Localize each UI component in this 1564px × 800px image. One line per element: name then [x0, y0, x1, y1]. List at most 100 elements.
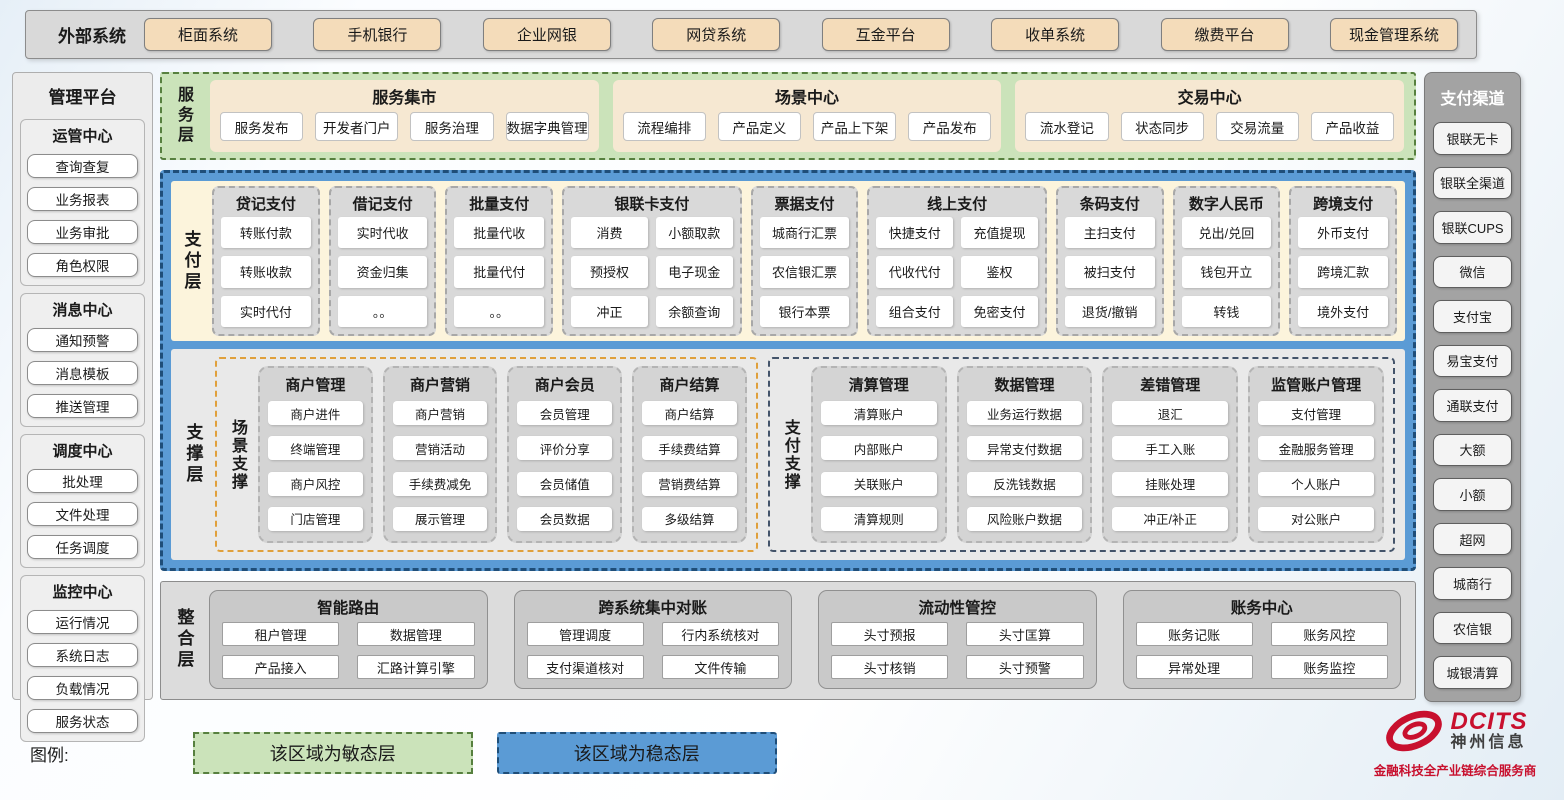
- support-module-button[interactable]: 风险账户数据: [966, 506, 1083, 531]
- support-module-button[interactable]: 会员数据: [517, 506, 613, 531]
- payment-module-button[interactable]: 批量代收: [454, 217, 545, 249]
- payment-module-button[interactable]: 实时代付: [221, 295, 311, 327]
- service-module-button[interactable]: 产品上下架: [813, 112, 897, 141]
- payment-module-button[interactable]: 消费: [571, 217, 648, 249]
- service-module-button[interactable]: 交易流量: [1215, 112, 1299, 141]
- payment-module-button[interactable]: 预授权: [571, 256, 648, 288]
- payment-module-button[interactable]: 主扫支付: [1064, 217, 1155, 249]
- integration-module-button[interactable]: 管理调度: [526, 622, 644, 646]
- management-button[interactable]: 文件处理: [27, 502, 138, 526]
- management-button[interactable]: 负载情况: [27, 676, 138, 700]
- payment-module-button[interactable]: 鉴权: [961, 256, 1038, 288]
- support-module-button[interactable]: 商户营销: [392, 401, 488, 426]
- support-module-button[interactable]: 会员管理: [517, 401, 613, 426]
- support-module-button[interactable]: 营销活动: [392, 436, 488, 461]
- integration-module-button[interactable]: 文件传输: [661, 655, 779, 679]
- support-module-button[interactable]: 会员储值: [517, 471, 613, 496]
- management-button[interactable]: 运行情况: [27, 610, 138, 634]
- payment-channel-button[interactable]: 银联全渠道: [1433, 166, 1512, 200]
- external-system-button[interactable]: 互金平台: [821, 18, 950, 51]
- payment-module-button[interactable]: 。。: [454, 295, 545, 327]
- payment-module-button[interactable]: 钱包开立: [1181, 256, 1272, 288]
- payment-channel-button[interactable]: 城银清算: [1433, 656, 1512, 689]
- payment-channel-button[interactable]: 易宝支付: [1433, 344, 1512, 378]
- external-system-button[interactable]: 手机银行: [313, 18, 442, 51]
- payment-module-button[interactable]: 退货/撤销: [1064, 295, 1155, 327]
- payment-module-button[interactable]: 批量代付: [454, 256, 545, 288]
- support-module-button[interactable]: 挂账处理: [1112, 471, 1229, 496]
- management-button[interactable]: 业务报表: [27, 187, 138, 211]
- integration-module-button[interactable]: 支付渠道核对: [526, 655, 644, 679]
- payment-module-button[interactable]: 快捷支付: [876, 217, 954, 249]
- payment-channel-button[interactable]: 银联无卡: [1433, 122, 1512, 155]
- support-module-button[interactable]: 异常支付数据: [966, 436, 1083, 461]
- support-module-button[interactable]: 对公账户: [1258, 506, 1374, 531]
- payment-module-button[interactable]: 组合支付: [876, 295, 954, 327]
- integration-module-button[interactable]: 头寸预报: [831, 622, 949, 646]
- support-module-button[interactable]: 终端管理: [268, 436, 363, 461]
- support-module-button[interactable]: 内部账户: [820, 436, 937, 461]
- external-system-button[interactable]: 收单系统: [991, 18, 1120, 51]
- integration-module-button[interactable]: 账务监控: [1270, 655, 1388, 679]
- payment-module-button[interactable]: 余额查询: [655, 295, 733, 327]
- payment-channel-button[interactable]: 大额: [1433, 433, 1512, 467]
- support-module-button[interactable]: 手工入账: [1112, 436, 1229, 461]
- payment-module-button[interactable]: 代收代付: [876, 256, 954, 288]
- payment-channel-button[interactable]: 小额: [1433, 478, 1512, 511]
- service-module-button[interactable]: 服务治理: [410, 112, 494, 141]
- support-module-button[interactable]: 商户进件: [268, 401, 363, 426]
- support-module-button[interactable]: 个人账户: [1258, 471, 1374, 496]
- service-module-button[interactable]: 产品发布: [908, 112, 992, 141]
- support-module-button[interactable]: 清算账户: [820, 401, 937, 426]
- management-button[interactable]: 角色权限: [27, 253, 138, 277]
- management-button[interactable]: 推送管理: [27, 394, 138, 418]
- integration-module-button[interactable]: 异常处理: [1135, 655, 1253, 679]
- payment-module-button[interactable]: 资金归集: [337, 256, 428, 288]
- payment-channel-button[interactable]: 城商行: [1433, 567, 1512, 600]
- payment-module-button[interactable]: 转钱: [1181, 295, 1272, 327]
- payment-module-button[interactable]: 转账付款: [221, 217, 311, 249]
- support-module-button[interactable]: 门店管理: [268, 506, 363, 531]
- external-system-button[interactable]: 缴费平台: [1160, 18, 1289, 51]
- payment-channel-button[interactable]: 通联支付: [1433, 389, 1512, 422]
- service-module-button[interactable]: 产品定义: [717, 112, 802, 141]
- payment-channel-button[interactable]: 农信银: [1433, 611, 1512, 645]
- payment-module-button[interactable]: 充值提现: [961, 217, 1038, 249]
- external-system-button[interactable]: 现金管理系统: [1329, 18, 1458, 51]
- support-module-button[interactable]: 手续费结算: [642, 436, 737, 461]
- support-module-button[interactable]: 清算规则: [820, 506, 937, 531]
- service-module-button[interactable]: 流程编排: [622, 112, 706, 141]
- service-module-button[interactable]: 服务发布: [220, 112, 304, 141]
- management-button[interactable]: 任务调度: [27, 535, 138, 559]
- payment-channel-button[interactable]: 超网: [1433, 522, 1512, 556]
- external-system-button[interactable]: 柜面系统: [144, 18, 272, 51]
- integration-module-button[interactable]: 头寸预警: [966, 655, 1084, 679]
- support-module-button[interactable]: 关联账户: [820, 471, 937, 496]
- management-button[interactable]: 服务状态: [27, 709, 138, 733]
- support-module-button[interactable]: 展示管理: [392, 506, 488, 531]
- support-module-button[interactable]: 商户结算: [642, 401, 737, 426]
- support-module-button[interactable]: 多级结算: [642, 506, 737, 531]
- payment-module-button[interactable]: 冲正: [571, 295, 648, 327]
- integration-module-button[interactable]: 头寸核销: [831, 655, 949, 679]
- support-module-button[interactable]: 手续费减免: [392, 471, 488, 496]
- support-module-button[interactable]: 金融服务管理: [1258, 436, 1374, 461]
- service-module-button[interactable]: 数据字典管理: [505, 112, 589, 141]
- support-module-button[interactable]: 评价分享: [517, 436, 613, 461]
- support-module-button[interactable]: 退汇: [1112, 401, 1229, 426]
- management-button[interactable]: 批处理: [27, 469, 138, 493]
- payment-module-button[interactable]: 实时代收: [337, 217, 428, 249]
- support-module-button[interactable]: 冲正/补正: [1112, 506, 1229, 531]
- integration-module-button[interactable]: 账务记账: [1135, 622, 1253, 646]
- support-module-button[interactable]: 业务运行数据: [966, 401, 1083, 426]
- payment-module-button[interactable]: 。。: [337, 295, 428, 327]
- payment-module-button[interactable]: 外币支付: [1298, 217, 1388, 249]
- payment-module-button[interactable]: 跨境汇款: [1298, 256, 1388, 288]
- payment-module-button[interactable]: 农信银汇票: [759, 256, 850, 288]
- management-button[interactable]: 系统日志: [27, 643, 138, 667]
- support-module-button[interactable]: 营销费结算: [642, 471, 737, 496]
- external-system-button[interactable]: 企业网银: [482, 18, 611, 51]
- management-button[interactable]: 业务审批: [27, 220, 138, 244]
- payment-module-button[interactable]: 银行本票: [759, 295, 850, 327]
- external-system-button[interactable]: 网贷系统: [652, 18, 781, 51]
